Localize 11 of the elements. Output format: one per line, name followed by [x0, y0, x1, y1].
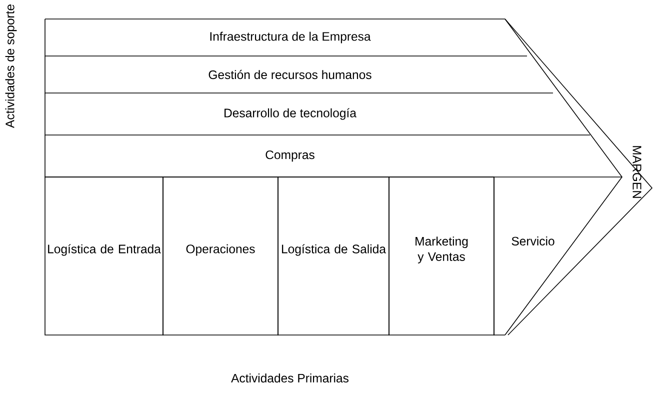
- primary-activity-box: Logística de Salida: [278, 176, 390, 336]
- axis-label: Actividades de soporte: [5, 4, 17, 128]
- primary-activity-box: Servicio: [494, 176, 554, 336]
- axis-label: Actividades Primarias: [231, 374, 348, 383]
- primary-activity-box: Operaciones: [162, 176, 278, 336]
- primary-activity-box: Logística de Entrada: [44, 176, 164, 336]
- support-band: Infraestructura de la Empresa: [44, 18, 528, 56]
- primary-activity-box: Marketing y Ventas: [388, 176, 494, 336]
- support-band: Gestión de recursos humanos: [44, 56, 554, 94]
- support-band: Desarrollo de tecnología: [44, 92, 590, 136]
- support-band: Compras: [44, 134, 622, 178]
